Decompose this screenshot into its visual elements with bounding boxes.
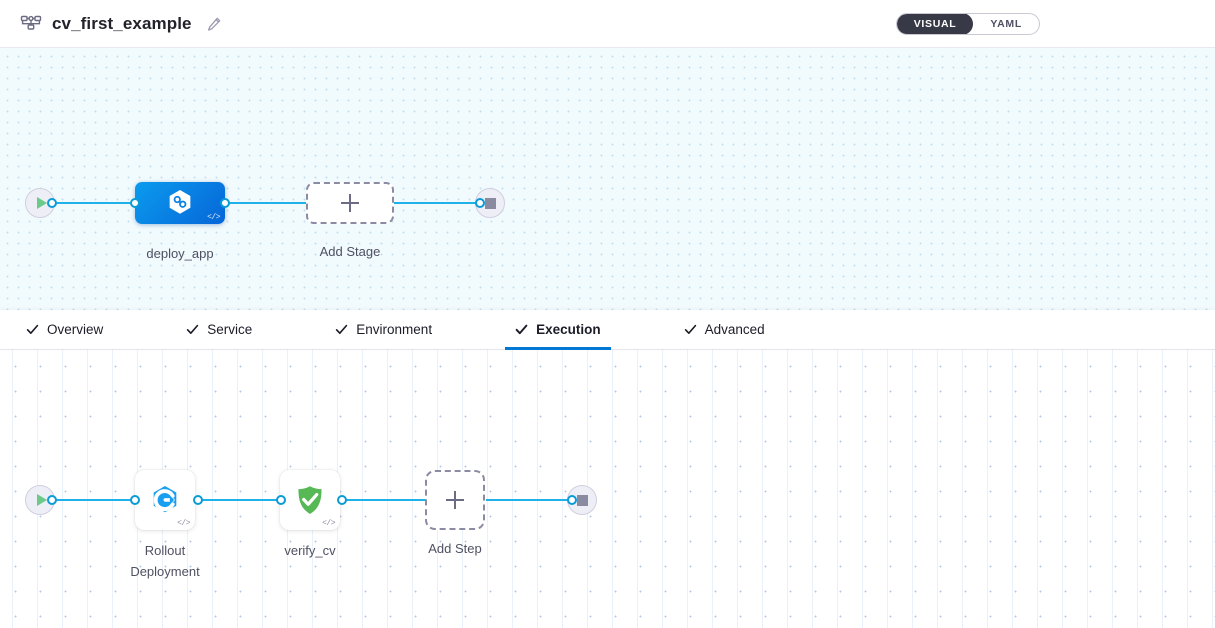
port-start-out[interactable] (47, 198, 57, 208)
add-stage-button[interactable] (306, 182, 394, 224)
step-label-line1: Rollout (144, 543, 186, 558)
port-deploy-app-out[interactable] (220, 198, 230, 208)
tab-label: Execution (536, 322, 601, 337)
play-icon (36, 197, 47, 209)
tab-label: Overview (47, 322, 104, 337)
code-badge-icon: </> (207, 213, 220, 222)
port-verify-in[interactable] (276, 495, 286, 505)
port-verify-out[interactable] (337, 495, 347, 505)
port-step-start-out[interactable] (47, 495, 57, 505)
stage-card[interactable]: </> (135, 182, 225, 224)
edge-start-to-deploy-app (54, 202, 136, 204)
add-step-button[interactable] (425, 470, 485, 530)
tab-execution[interactable]: Execution (505, 310, 611, 350)
port-deploy-app-in[interactable] (130, 198, 140, 208)
tab-label: Advanced (704, 322, 765, 337)
step-graph-canvas[interactable]: </> Rollout Deployment </> verify_cv (0, 350, 1215, 628)
add-stage-label: Add Stage (319, 244, 381, 259)
step-end-node[interactable] (567, 485, 597, 515)
edge-verify-to-add-step (340, 499, 426, 501)
plus-icon (446, 491, 464, 509)
plus-icon (341, 194, 359, 212)
edge-start-to-rollout (54, 499, 138, 501)
step-card[interactable]: </> (280, 470, 340, 530)
add-step-node[interactable] (425, 470, 485, 530)
port-rollout-in[interactable] (130, 495, 140, 505)
page-title: cv_first_example (52, 13, 192, 33)
stage-node-deploy-app[interactable]: </> (135, 182, 225, 224)
harness-hexagon-icon (169, 190, 191, 214)
tab-label: Environment (356, 322, 433, 337)
check-icon (26, 323, 39, 336)
add-stage-node[interactable] (306, 182, 394, 224)
kubernetes-rollout-icon (153, 486, 177, 513)
stop-icon (484, 197, 496, 209)
tab-service[interactable]: Service (182, 310, 256, 349)
port-end-in[interactable] (475, 198, 485, 208)
add-step-label: Add Step (428, 541, 482, 556)
pencil-edit-icon[interactable] (206, 16, 222, 32)
header-right-group: VISUAL YAML (895, 12, 1215, 35)
check-icon (684, 323, 697, 336)
port-step-end-in[interactable] (567, 495, 577, 505)
edge-add-stage-to-end (394, 202, 480, 204)
tab-advanced[interactable]: Advanced (680, 310, 769, 349)
step-node-verify-cv[interactable]: </> (280, 470, 340, 530)
stage-config-tabs[interactable]: Overview Service Environment Execution A… (0, 310, 1215, 350)
port-rollout-out[interactable] (193, 495, 203, 505)
code-badge-icon: </> (322, 519, 335, 528)
app-header: cv_first_example VISUAL YAML (0, 0, 1215, 48)
play-icon (36, 494, 47, 506)
check-icon (186, 323, 199, 336)
step-label-rollout-deployment: Rollout Deployment (95, 540, 235, 582)
step-card[interactable]: </> (135, 470, 195, 530)
end-node[interactable] (567, 485, 597, 515)
edge-deploy-app-to-add-stage (224, 202, 306, 204)
stage-label-deploy-app: deploy_app (146, 246, 214, 261)
tab-label: Service (207, 322, 253, 337)
check-icon (515, 323, 528, 336)
edge-rollout-to-verify (196, 499, 284, 501)
tab-environment[interactable]: Environment (331, 310, 436, 349)
stop-icon (576, 494, 588, 506)
view-mode-toggle[interactable]: VISUAL YAML (895, 12, 1040, 35)
stage-graph-canvas[interactable]: </> deploy_app Add Stage (0, 48, 1215, 310)
step-node-rollout-deployment[interactable]: </> (135, 470, 195, 530)
toggle-option-visual[interactable]: VISUAL (896, 13, 974, 34)
step-label-line2: Deployment (130, 564, 200, 579)
green-shield-check-icon (298, 486, 322, 514)
edge-add-step-to-end (486, 499, 572, 501)
step-label-verify-cv: verify_cv (284, 543, 336, 558)
code-badge-icon: </> (177, 519, 190, 528)
tab-overview[interactable]: Overview (22, 310, 107, 349)
pipeline-flow-icon (20, 13, 42, 35)
header-left-group: cv_first_example (0, 13, 222, 35)
check-icon (335, 323, 348, 336)
toggle-option-yaml[interactable]: YAML (990, 17, 1022, 30)
